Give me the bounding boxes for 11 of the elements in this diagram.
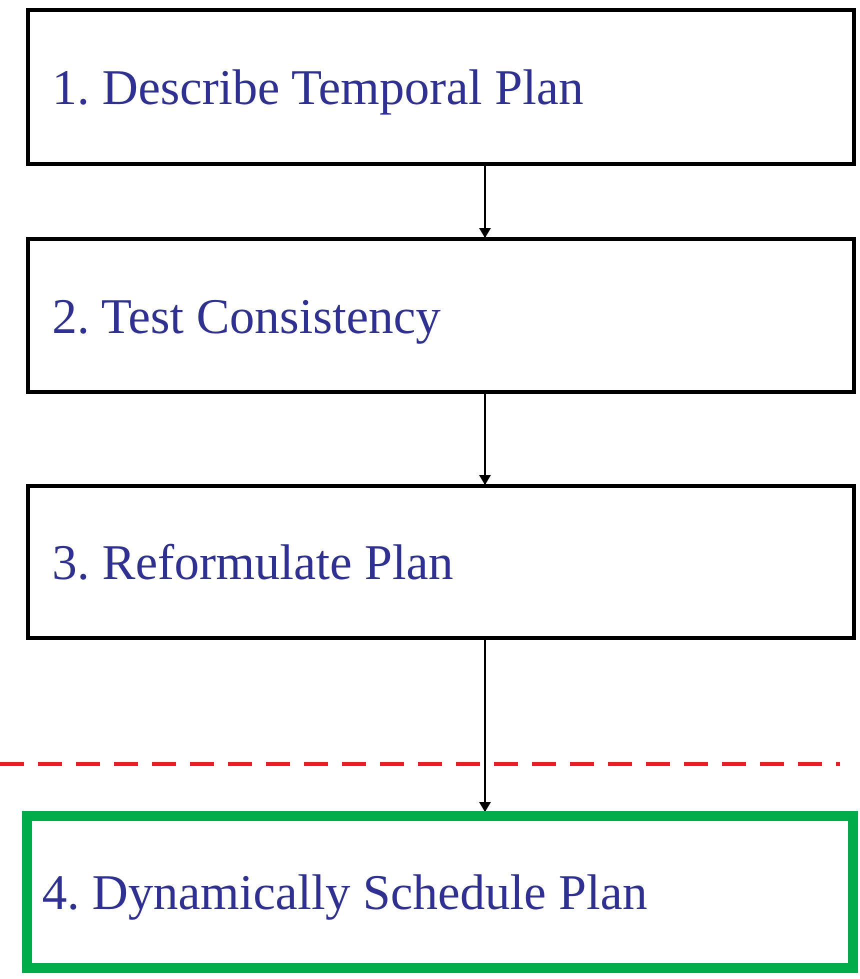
step-label: 1. Describe Temporal Plan [52, 58, 584, 116]
arrow [479, 166, 491, 238]
step-label: 2. Test Consistency [52, 286, 441, 344]
arrow [479, 640, 491, 812]
step-label: 4. Dynamically Schedule Plan [42, 863, 648, 921]
arrow [479, 394, 491, 485]
process-box [26, 8, 856, 166]
process-box [26, 484, 856, 640]
step-label: 3. Reformulate Plan [52, 533, 454, 591]
process-box [22, 811, 858, 973]
process-box [26, 237, 856, 394]
